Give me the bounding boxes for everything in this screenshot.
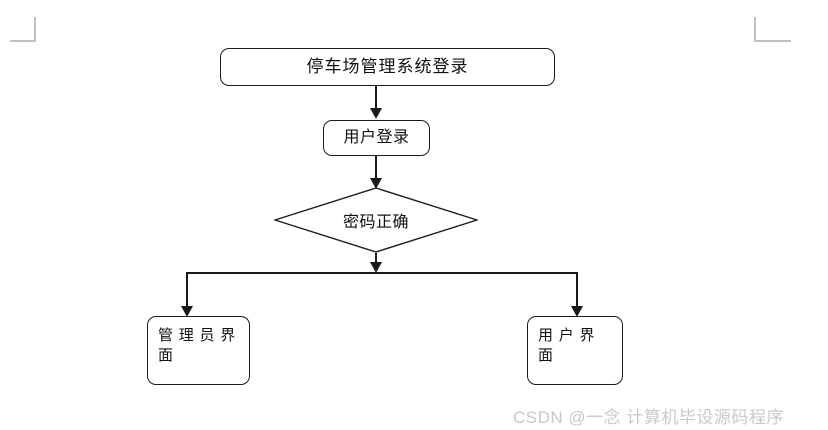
edge-split-bar	[186, 272, 578, 274]
node-decision-password-correct[interactable]: 密码正确	[274, 187, 478, 253]
node-user-login-label: 用户登录	[343, 129, 410, 147]
node-admin-interface-label-line1: 管 理 员 界	[158, 328, 237, 344]
node-user-interface-label-line1: 用 户 界	[538, 328, 596, 344]
edge-split-to-user-arrowhead	[571, 306, 583, 317]
crop-mark-top-right-vertical	[754, 17, 756, 42]
node-user-interface[interactable]: 用 户 界 面	[527, 316, 623, 385]
crop-mark-top-left-horizontal	[10, 40, 36, 42]
node-user-interface-label: 用 户 界 面	[538, 326, 612, 367]
crop-mark-top-right-horizontal	[754, 40, 791, 42]
node-user-interface-label-line2: 面	[538, 348, 555, 365]
decision-diamond-shape	[274, 187, 478, 253]
edge-login-to-check-line	[375, 156, 377, 180]
node-admin-interface-label: 管 理 员 界 面	[158, 326, 239, 367]
edge-split-to-admin-arrowhead	[181, 306, 193, 317]
node-user-login[interactable]: 用户登录	[323, 120, 430, 156]
node-start-label: 停车场管理系统登录	[306, 56, 469, 76]
node-admin-interface-label-line2: 面	[158, 348, 175, 365]
csdn-watermark: CSDN @一念 计算机毕设源码程序	[513, 408, 784, 427]
edge-start-to-login-line	[375, 86, 377, 110]
edge-split-to-user-line	[576, 272, 578, 310]
edge-check-to-split-arrowhead	[370, 262, 382, 273]
edge-start-to-login-arrowhead	[370, 108, 382, 119]
crop-mark-top-left-vertical	[34, 17, 36, 42]
node-start-parking-system-login[interactable]: 停车场管理系统登录	[220, 48, 555, 86]
edge-split-to-admin-line	[186, 272, 188, 310]
edge-login-to-check-arrowhead	[370, 178, 382, 189]
node-admin-interface[interactable]: 管 理 员 界 面	[147, 316, 250, 385]
edge-check-to-split-line	[375, 253, 377, 265]
